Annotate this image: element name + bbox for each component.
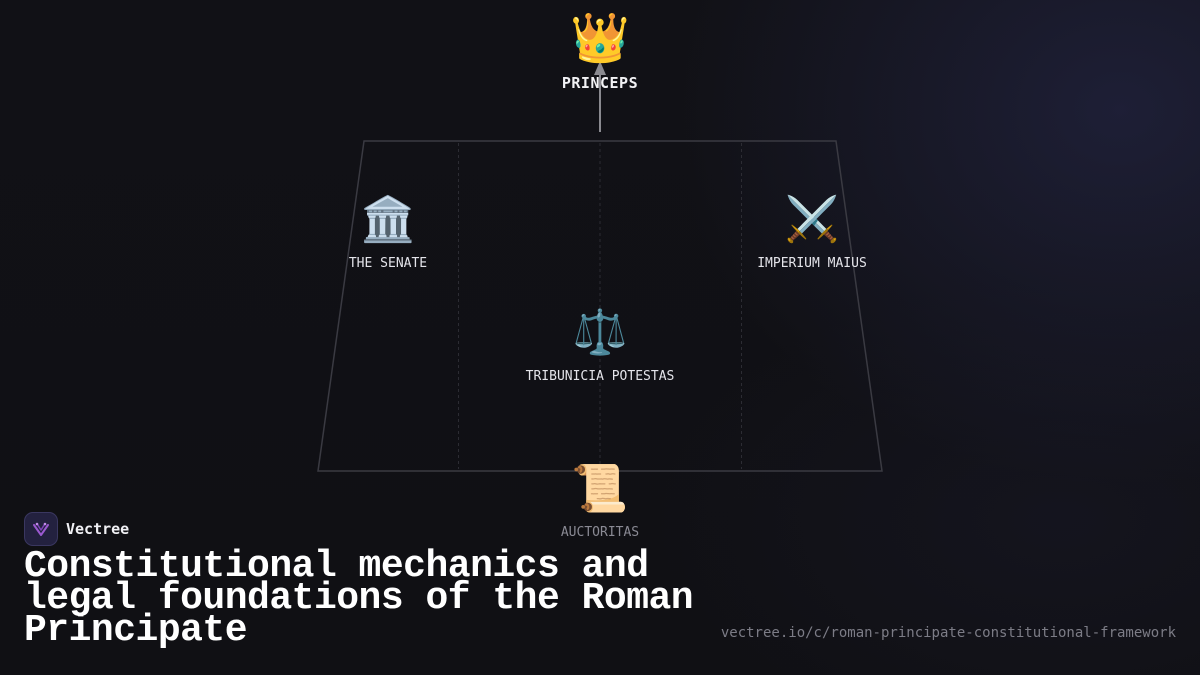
crown-icon: 👑 <box>570 10 630 66</box>
classical-building-icon: 🏛️ <box>360 194 416 245</box>
imperium-maius-node: ⚔️ IMPERIUM MAIUS <box>757 194 867 272</box>
imperium-maius-label: IMPERIUM MAIUS <box>757 256 867 271</box>
balance-scale-icon: ⚖️ <box>572 307 628 358</box>
apex-arrow-head <box>594 61 606 75</box>
brand: Vectree <box>24 512 129 546</box>
auctoritas-node: 📜 AUCTORITAS <box>561 465 639 540</box>
princeps-label: PRINCEPS <box>561 74 639 92</box>
brand-name: Vectree <box>66 520 130 538</box>
page-title: Constitutional mechanics and legal found… <box>24 545 694 652</box>
vectree-logo-icon <box>24 512 58 546</box>
crossed-swords-icon: ⚔️ <box>784 194 840 245</box>
tribunicia-potestas-node: ⚖️ TRIBUNICIA POTESTAS <box>525 307 675 385</box>
source-url: vectree.io/c/roman-principate-constituti… <box>720 625 1176 641</box>
senate-node: 🏛️ THE SENATE <box>348 194 428 272</box>
framework-frame <box>317 140 883 472</box>
scroll-icon: 📜 <box>571 461 629 515</box>
princeps-node: 👑 PRINCEPS <box>562 14 638 92</box>
tribunicia-potestas-label: TRIBUNICIA POTESTAS <box>525 369 675 384</box>
senate-label: THE SENATE <box>348 256 428 271</box>
auctoritas-label: AUCTORITAS <box>560 525 640 540</box>
